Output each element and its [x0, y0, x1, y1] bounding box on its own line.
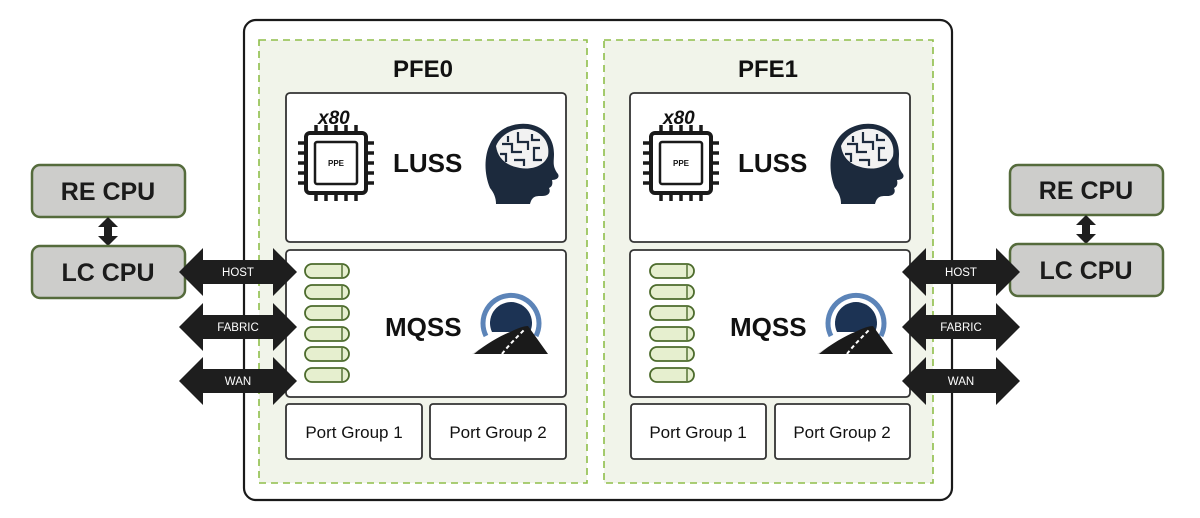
pfe1-port-group-1: Port Group 1: [630, 403, 767, 460]
lc-cpu-label: LC CPU: [61, 259, 154, 287]
pfe1-block: PFE1 x80 PPE LUSS MQSS Port Group 1: [603, 39, 934, 484]
pfe1-mqss-box: MQSS: [629, 249, 911, 398]
pfe1-luss-label: LUSS: [738, 148, 807, 178]
pfe1-luss-box: x80 PPE LUSS: [629, 92, 911, 243]
pfe0-ppe-label: PPE: [328, 159, 345, 168]
right-fabric-arrow: FABRIC: [902, 303, 1020, 351]
pfe1-title: PFE1: [738, 56, 798, 83]
arrow-label: FABRIC: [217, 322, 259, 334]
re-cpu-label: RE CPU: [61, 178, 155, 206]
pfe0-mqss-box: MQSS: [285, 249, 567, 398]
pfe0-mqss-label: MQSS: [385, 312, 462, 342]
left-host-arrow: HOST: [179, 248, 297, 296]
left-wan-arrow: WAN: [179, 357, 297, 405]
pfe1-mqss-label: MQSS: [730, 312, 807, 342]
pfe0-block: PFE0 x80 PPE LUSS MQSS Port Group 1: [258, 39, 588, 484]
arrow-label: WAN: [225, 376, 251, 388]
left-lc-cpu-box: LC CPU: [30, 244, 187, 300]
pfe0-port-group-1: Port Group 1: [285, 403, 423, 460]
port-group-label: Port Group 1: [649, 423, 746, 442]
re-cpu-label: RE CPU: [1039, 177, 1133, 205]
arrow-label: HOST: [945, 267, 977, 279]
arrow-label: FABRIC: [940, 322, 982, 334]
pfe1-port-group-2: Port Group 2: [774, 403, 911, 460]
pfe0-port-group-2: Port Group 2: [429, 403, 567, 460]
right-cpu-link-arrow: [1076, 215, 1096, 244]
arrow-label: HOST: [222, 267, 254, 279]
pfe0-title: PFE0: [393, 56, 453, 83]
port-group-label: Port Group 2: [449, 423, 546, 442]
pfe0-x80-label: x80: [317, 108, 350, 129]
pfe0-luss-box: x80 PPE LUSS: [285, 92, 567, 243]
pfe1-ppe-label: PPE: [673, 159, 690, 168]
brain-head-icon: [829, 122, 905, 206]
right-host-arrow: HOST: [902, 248, 1020, 296]
pfe0-luss-label: LUSS: [393, 148, 462, 178]
port-group-label: Port Group 2: [793, 423, 890, 442]
right-re-cpu-box: RE CPU: [1008, 163, 1165, 217]
left-cpu-link-arrow: [98, 217, 118, 246]
pfe1-x80-label: x80: [662, 108, 695, 129]
left-re-cpu-box: RE CPU: [30, 163, 187, 219]
right-wan-arrow: WAN: [902, 357, 1020, 405]
arrow-label: WAN: [948, 376, 974, 388]
brain-head-icon: [484, 122, 560, 206]
port-group-label: Port Group 1: [305, 423, 402, 442]
left-fabric-arrow: FABRIC: [179, 303, 297, 351]
right-lc-cpu-box: LC CPU: [1008, 242, 1165, 298]
lc-cpu-label: LC CPU: [1039, 257, 1132, 285]
